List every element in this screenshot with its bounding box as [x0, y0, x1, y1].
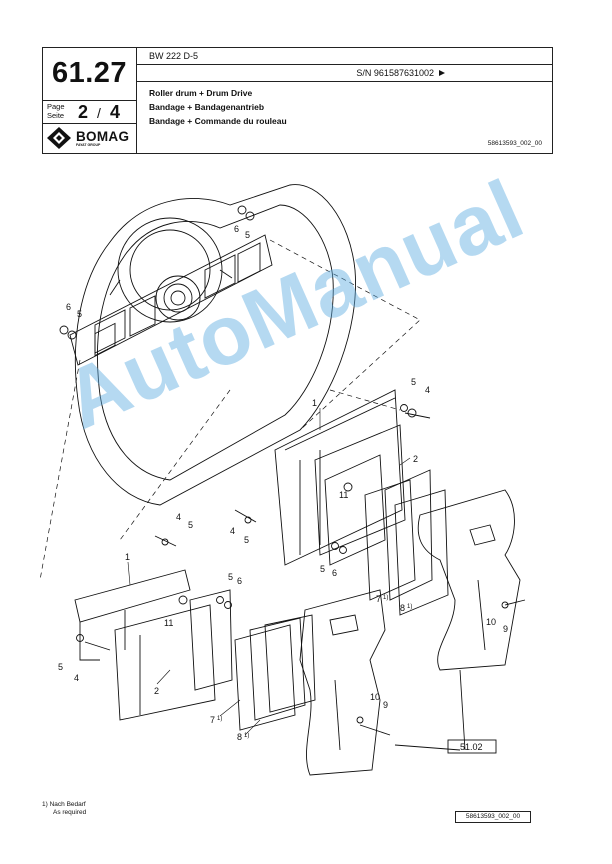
callout-6: 6 [237, 576, 242, 586]
upper-mounting-plate [69, 234, 273, 366]
callout-5: 5 [228, 572, 233, 582]
page-label-de: Seite [47, 111, 65, 120]
page-number: 2 / 4 [78, 102, 120, 123]
callout-1: 1 [312, 398, 317, 408]
callout-9: 9 [503, 624, 508, 634]
callout-10: 10 [486, 617, 496, 627]
model-row: BW 222 D-5 [137, 48, 552, 65]
arrow-right-icon [439, 70, 445, 76]
callout-4: 4 [230, 526, 235, 536]
footnote-de: 1) Nach Bedarf [42, 801, 86, 808]
drawing-number: 58613593_002_00 [487, 140, 542, 147]
callout-11: 11 [339, 490, 348, 500]
serial-number: S/N 961587631002 [356, 68, 434, 78]
page-indicator: Page Seite 2 / 4 [43, 100, 136, 124]
title-block-right: BW 222 D-5 S/N 961587631002 Roller drum … [137, 48, 552, 153]
serial-row: S/N 961587631002 [137, 64, 552, 82]
section-code-box: 61.27 [43, 48, 136, 101]
bomag-diamond-icon [47, 127, 71, 149]
page-current: 2 [78, 102, 89, 122]
title-block-left: 61.27 Page Seite 2 / 4 BOMAG FAYAT GROUP [43, 48, 137, 153]
footnote: 1) Nach Bedarf As required [42, 801, 86, 817]
model-name: BW 222 D-5 [149, 51, 199, 61]
callout-2: 2 [413, 454, 418, 464]
callout-5: 5 [320, 564, 325, 574]
roller-drum [74, 184, 356, 506]
cross-reference: 51.02 [460, 742, 483, 752]
reference-leader [394, 669, 497, 754]
lower-mounting-plate [74, 569, 216, 721]
exploded-parts-drawing: 6 5 6 5 5 4 1 2 11 4 5 4 5 5 6 1 7 1) 8 … [39, 184, 526, 776]
page-label-en: Page [47, 102, 65, 111]
callout-4: 4 [176, 512, 181, 522]
callout-1: 1 [125, 552, 130, 562]
callout-note-mark: 1) [383, 595, 388, 601]
callout-note-mark: 1) [407, 604, 412, 610]
page-total: 4 [109, 102, 120, 122]
callout-5: 5 [245, 230, 250, 240]
callout-5: 5 [188, 520, 193, 530]
callout-8: 8 [400, 603, 405, 613]
brand-name: BOMAG [76, 129, 130, 144]
callout-5: 5 [58, 662, 63, 672]
callout-11: 11 [164, 618, 173, 628]
bolts-and-washers [59, 205, 526, 736]
callout-labels: 6 5 6 5 5 4 1 2 11 4 5 4 5 5 6 1 7 1) 8 … [58, 224, 508, 752]
callout-5: 5 [411, 377, 416, 387]
footer-drawing-number: 58613593_002_00 [455, 811, 531, 823]
callout-6: 6 [332, 568, 337, 578]
callout-6: 6 [234, 224, 239, 234]
callout-note-mark: 1) [244, 733, 249, 739]
callout-10: 10 [370, 692, 380, 702]
lower-rubber-block [299, 589, 386, 776]
title-block: 61.27 Page Seite 2 / 4 BOMAG FAYAT GROUP… [42, 47, 553, 154]
callout-7: 7 [376, 594, 381, 604]
section-code: 61.27 [51, 57, 128, 89]
page-separator: / [97, 105, 101, 121]
brand-sub: FAYAT GROUP [76, 143, 101, 147]
callout-7: 7 [210, 715, 215, 725]
callout-6: 6 [66, 302, 71, 312]
title-de: Bandage + Bandagenantrieb [149, 102, 265, 112]
bomag-logo: BOMAG FAYAT GROUP [46, 126, 134, 150]
lower-drive-assembly [189, 589, 316, 731]
callout-2: 2 [154, 686, 159, 696]
title-fr: Bandage + Commande du rouleau [149, 116, 287, 126]
callout-5: 5 [244, 535, 249, 545]
footnote-en: As required [53, 809, 87, 816]
callout-9: 9 [383, 700, 388, 710]
assembly-lines [39, 239, 421, 581]
upper-drive-assembly [274, 389, 449, 616]
callout-8: 8 [237, 732, 242, 742]
callout-note-mark: 1) [217, 716, 222, 722]
leader-lines [127, 408, 411, 736]
callout-4: 4 [74, 673, 79, 683]
callout-5: 5 [77, 309, 82, 319]
title-en: Roller drum + Drum Drive [149, 88, 253, 98]
callout-4: 4 [425, 385, 430, 395]
right-rubber-block [417, 489, 521, 671]
